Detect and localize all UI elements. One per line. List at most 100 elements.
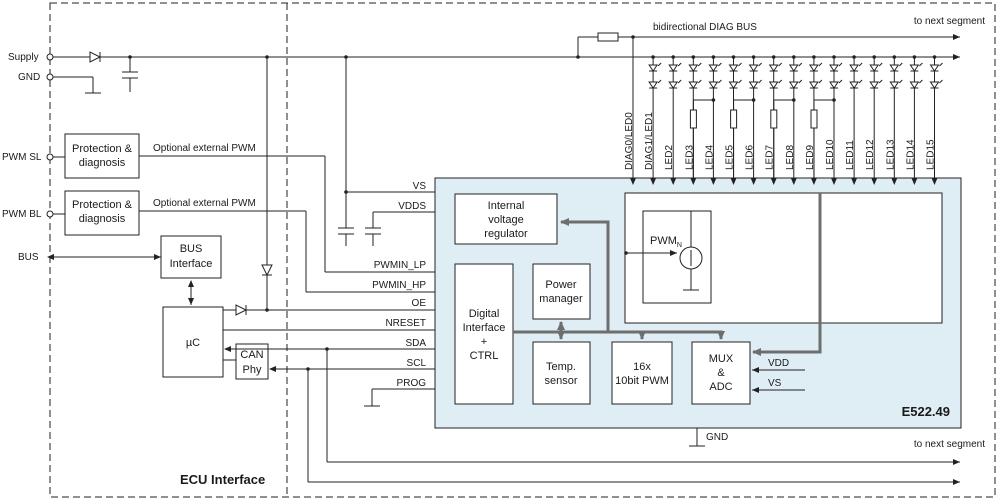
- bus-interface-line1: BUS: [180, 243, 203, 255]
- mux-line1: MUX: [709, 353, 734, 365]
- pwm-sl-pin: [46, 153, 54, 161]
- digital-line2: Interface: [463, 322, 506, 334]
- scl-label: SCL: [407, 358, 427, 369]
- supply-pin: [46, 53, 54, 61]
- led-pin-label: DIAG0/LED0: [624, 112, 635, 170]
- vs-label: VS: [413, 181, 427, 192]
- led-column: LED11: [845, 55, 863, 185]
- pwmin-hp-label: PWMIN_HP: [372, 280, 426, 291]
- mux-vs-label: VS: [768, 378, 782, 389]
- led-pin-label: LED14: [905, 139, 916, 170]
- pwm-bl-label: PWM BL: [2, 209, 42, 220]
- gnd-line: [53, 76, 101, 94]
- gnd-label: GND: [18, 72, 40, 83]
- supply-line: [53, 51, 960, 92]
- protection2-line2: diagnosis: [79, 213, 126, 225]
- diag-bus-label: bidirectional DIAG BUS: [653, 22, 757, 33]
- mux-adc-block: [691, 341, 751, 405]
- led-column: DIAG1/LED1: [644, 55, 662, 185]
- mux-vdd-label: VDD: [768, 358, 789, 369]
- uc-label: µC: [186, 337, 200, 349]
- protection1-line2: diagnosis: [79, 157, 126, 169]
- can-phy-line1: CAN: [240, 349, 263, 361]
- mux-line2: &: [717, 367, 725, 379]
- temp-sensor-line2: sensor: [544, 375, 577, 387]
- current-source-box: [642, 210, 712, 304]
- chip-name: E522.49: [902, 404, 950, 419]
- led-pin-label: LED2: [664, 145, 675, 170]
- prog-label: PROG: [397, 378, 427, 389]
- bus-interface-block: [160, 235, 222, 279]
- bus-interface-line2: Interface: [170, 258, 213, 270]
- voltage-regulator-block: [454, 193, 558, 245]
- led-column: LED14: [905, 55, 923, 185]
- led-pin-label: LED12: [865, 139, 876, 170]
- led-pin-label: LED8: [785, 145, 796, 170]
- microcontroller-block: [162, 306, 224, 378]
- led-pin-label: LED10: [825, 139, 836, 170]
- system-boundary: [49, 2, 996, 498]
- led-pin-label: LED4: [704, 145, 715, 170]
- diag-bus: [576, 32, 960, 59]
- led-column: LED6: [730, 55, 762, 185]
- power-manager-line2: manager: [539, 293, 583, 305]
- led-pin-label: LED11: [845, 140, 856, 170]
- pwm-line2: 10bit PWM: [615, 375, 669, 387]
- oe-label: OE: [412, 298, 427, 309]
- digital-interface-block: [454, 263, 514, 405]
- pwmin-lp-label: PWMIN_LP: [374, 260, 427, 271]
- led-column: LED13: [885, 55, 903, 185]
- supply-drop: [261, 57, 273, 310]
- vreg-line1: Internal: [488, 200, 525, 212]
- led-column: LED12: [865, 55, 883, 185]
- pwm-16x-block: [611, 341, 673, 405]
- protection2-line1: Protection &: [72, 199, 133, 211]
- led-driver-area: [624, 192, 943, 324]
- led-column: LED2: [664, 55, 682, 185]
- led-pin-label: LED13: [885, 139, 896, 170]
- led-pin-label: LED3: [684, 145, 695, 170]
- protection1-line1: Protection &: [72, 143, 133, 155]
- mux-line3: ADC: [709, 381, 732, 393]
- led-pin-label: LED7: [765, 145, 776, 170]
- chip-gnd-label: GND: [706, 432, 728, 443]
- bottom-next-segment: to next segment: [914, 439, 985, 450]
- pwm-sl-label: PWM SL: [2, 152, 42, 163]
- led-column: LED15: [926, 55, 943, 185]
- led-pin-label: LED5: [725, 145, 736, 170]
- protection-diagnosis-2: [64, 190, 140, 236]
- nreset-label: NRESET: [385, 318, 426, 329]
- gnd-pin: [46, 73, 54, 81]
- top-next-segment: to next segment: [914, 16, 985, 27]
- ext-pwm-label-2: Optional external PWM: [153, 198, 256, 209]
- can-phy-line2: Phy: [243, 364, 262, 376]
- led-pin-label: LED9: [805, 145, 816, 170]
- supply-label: Supply: [8, 52, 39, 63]
- led-column: LED8: [770, 55, 803, 185]
- protection-diagnosis-1: [64, 133, 140, 179]
- ecu-interface-label: ECU Interface: [180, 472, 265, 487]
- led-column: LED10: [810, 55, 843, 185]
- pwm-bl-pin: [46, 210, 54, 218]
- ext-pwm-label-1: Optional external PWM: [153, 143, 256, 154]
- led-column: DIAG0/LED0: [624, 35, 636, 185]
- led-pin-label: LED15: [926, 139, 937, 170]
- temp-sensor-line1: Temp.: [546, 361, 576, 373]
- power-manager-block: [532, 263, 591, 320]
- digital-line4: CTRL: [470, 350, 499, 362]
- digital-line1: Digital: [469, 308, 500, 320]
- vdds-label: VDDS: [398, 201, 426, 212]
- sda-label: SDA: [405, 338, 426, 349]
- temp-sensor-block: [532, 341, 591, 405]
- vreg-line2: voltage: [488, 214, 523, 226]
- vreg-line3: regulator: [484, 228, 528, 240]
- power-manager-line1: Power: [545, 279, 577, 291]
- pwm-line1: 16x: [633, 361, 651, 373]
- led-pin-label: DIAG1/LED1: [644, 112, 655, 170]
- digital-line3: +: [481, 336, 487, 348]
- led-column: LED4: [689, 55, 722, 185]
- led-pin-label: LED6: [745, 145, 756, 170]
- bus-label: BUS: [18, 252, 39, 263]
